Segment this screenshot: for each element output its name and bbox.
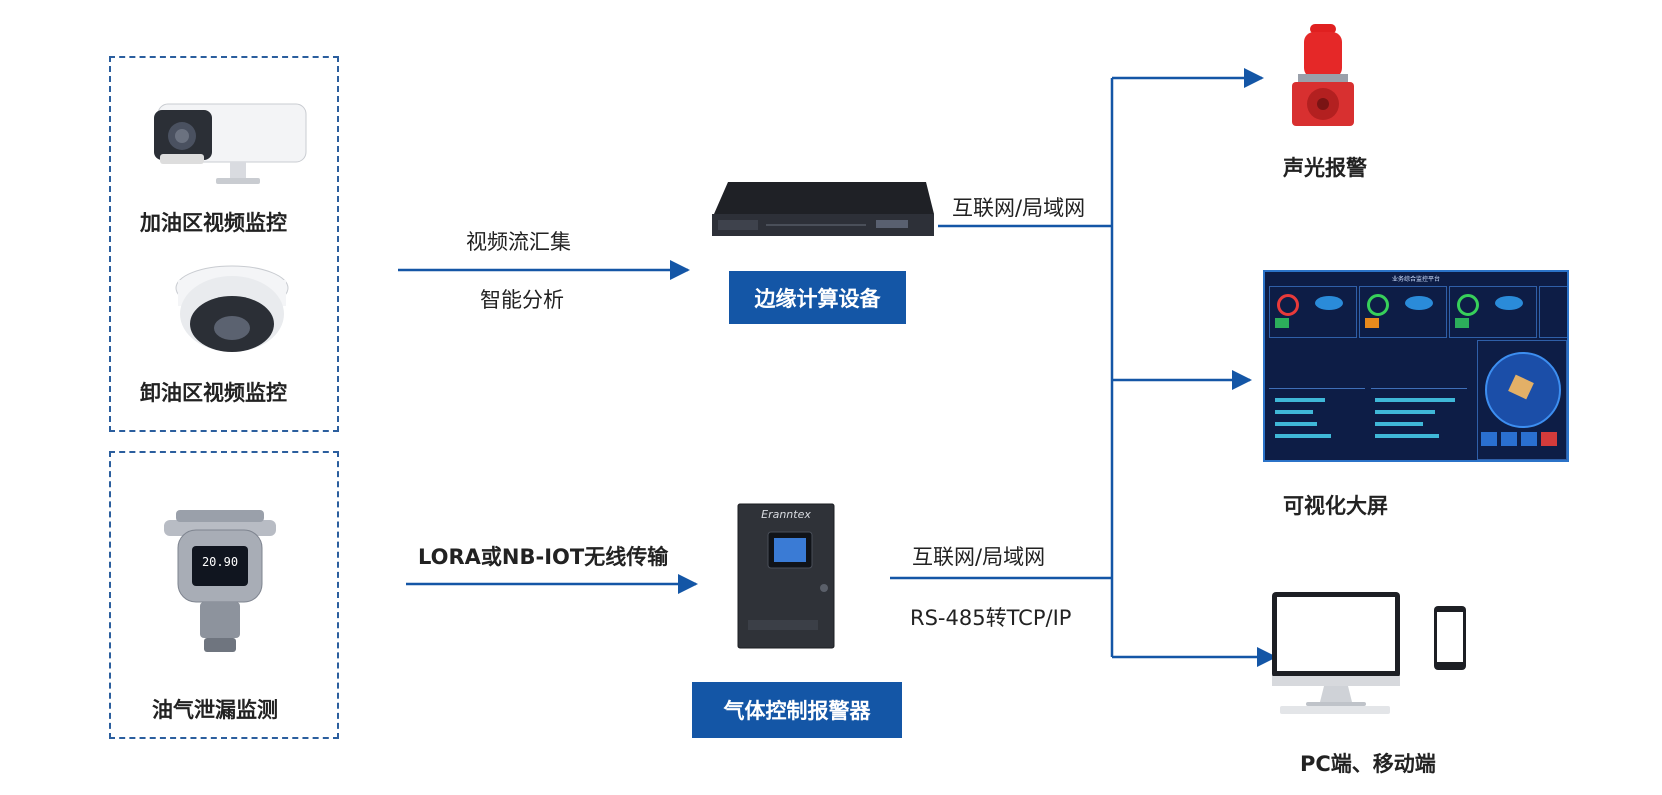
- wireless-transmission-label: LORA或NB-IOT无线传输: [418, 545, 669, 569]
- siren-icon: [1292, 24, 1354, 126]
- unload-area-video-label: 卸油区视频监控: [140, 381, 287, 405]
- detector-reading: 20.90: [202, 555, 238, 569]
- bullet-camera-icon: [154, 103, 307, 184]
- top-network-label: 互联网/局域网: [952, 196, 1086, 220]
- gas-detector-icon: 20.90: [164, 510, 276, 652]
- bottom-network-label: 互联网/局域网: [912, 545, 1046, 569]
- dashboard-screen-icon: 业务综合监控平台: [1263, 270, 1569, 462]
- pc-and-phone-icon: [1272, 592, 1466, 714]
- gas-leak-label: 油气泄漏监测: [152, 698, 278, 722]
- edge-computing-tag: 边缘计算设备: [729, 271, 906, 324]
- rack-server-icon: [712, 182, 934, 236]
- sound-light-alarm-label: 声光报警: [1283, 156, 1367, 180]
- video-stream-label: 视频流汇集: [466, 230, 571, 254]
- dashboard-title: 业务综合监控平台: [1391, 276, 1440, 283]
- fuel-area-video-label: 加油区视频监控: [140, 211, 287, 235]
- video-monitoring-group: [109, 56, 339, 432]
- controller-brand: Eranntex: [761, 508, 811, 521]
- gas-monitoring-group: [109, 451, 339, 739]
- visual-screen-label: 可视化大屏: [1283, 494, 1388, 518]
- alarm-controller-icon: Eranntex: [737, 503, 835, 649]
- gas-controller-tag: 气体控制报警器: [692, 682, 902, 738]
- smart-analysis-label: 智能分析: [480, 288, 564, 312]
- protocol-label: RS-485转TCP/IP: [910, 606, 1072, 630]
- pc-mobile-label: PC端、移动端: [1300, 752, 1436, 776]
- dome-camera-icon: [175, 265, 289, 352]
